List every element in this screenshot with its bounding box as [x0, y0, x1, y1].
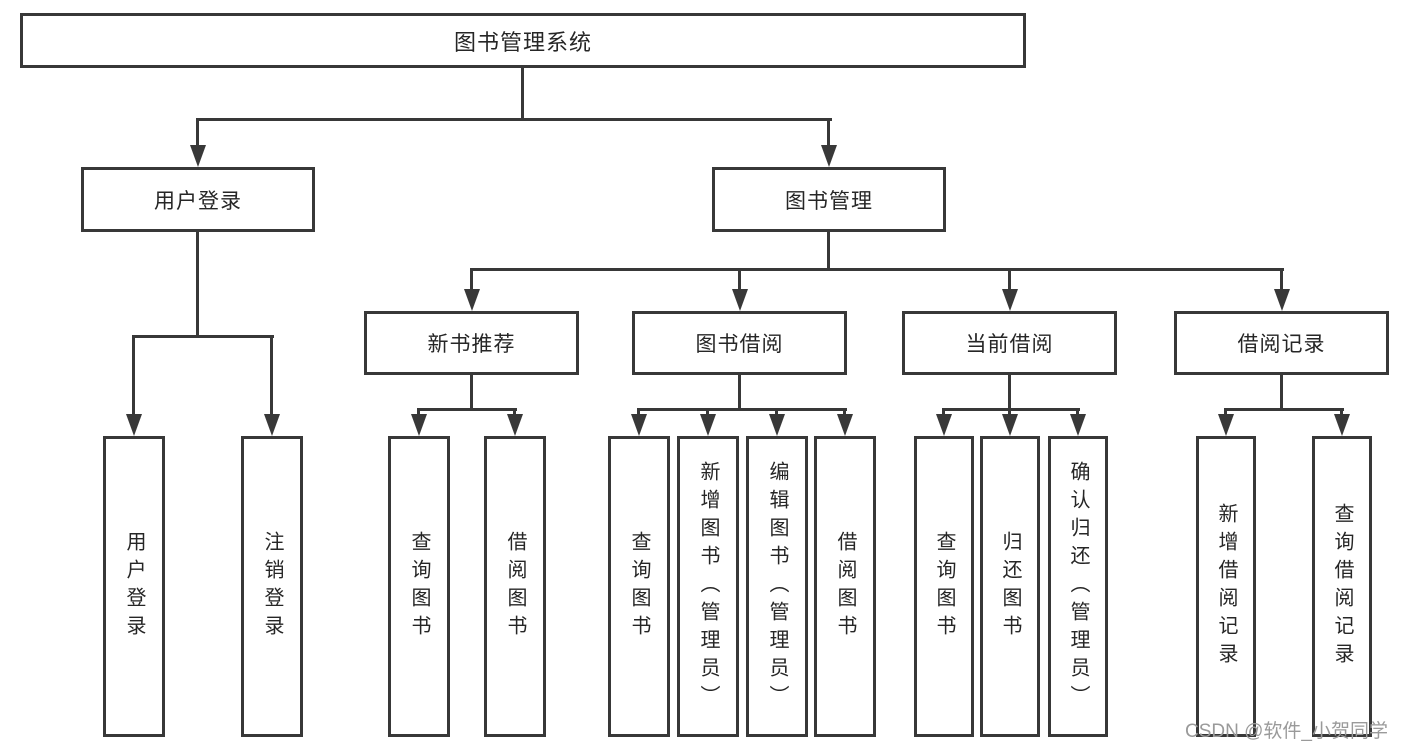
connector-drop — [1076, 408, 1079, 417]
arrow-down-icon — [126, 414, 142, 436]
connector-root-stem — [521, 68, 524, 118]
connector-recommend-stem — [470, 375, 473, 408]
leaf-borrow-query-books-label: 查询图书 — [628, 530, 650, 643]
leaf-add-borrow-record: 新增借阅记录 — [1196, 436, 1256, 737]
csdn-watermark: CSDN @软件_小贺同学 — [1185, 721, 1388, 742]
leaf-logout: 注销登录 — [241, 436, 303, 737]
node-book-borrow-label: 图书借阅 — [695, 333, 784, 356]
leaf-current-query-books-label: 查询图书 — [933, 530, 955, 643]
connector-drop — [942, 408, 945, 417]
leaf-current-query-books: 查询图书 — [914, 436, 974, 737]
node-current-borrow-label: 当前借阅 — [965, 333, 1054, 356]
leaf-query-borrow-record-label: 查询借阅记录 — [1331, 502, 1353, 671]
connector-drop — [843, 408, 846, 417]
connector-drop — [1340, 408, 1343, 417]
connector-book-management-stem — [827, 232, 830, 268]
arrow-down-icon — [732, 289, 748, 311]
connector-drop-leaf-logout — [270, 335, 273, 415]
arrow-down-icon — [264, 414, 280, 436]
leaf-confirm-return-admin: 确认归还（管理员） — [1048, 436, 1108, 737]
connector-borrow-records-stem — [1280, 375, 1283, 408]
connector-drop-book-management — [827, 118, 830, 148]
node-current-borrow: 当前借阅 — [902, 311, 1117, 375]
arrow-down-icon — [837, 414, 853, 436]
leaf-borrow-books: 借阅图书 — [814, 436, 876, 737]
connector-root-hline — [197, 118, 832, 121]
connector-drop-book-borrow — [738, 268, 741, 291]
arrow-down-icon — [1218, 414, 1234, 436]
arrow-down-icon — [700, 414, 716, 436]
connector-drop — [637, 408, 640, 417]
node-book-management-label: 图书管理 — [785, 189, 873, 213]
leaf-user-login-label: 用户登录 — [123, 530, 145, 643]
arrow-down-icon — [631, 414, 647, 436]
connector-user-login-stem — [196, 232, 199, 335]
arrow-down-icon — [769, 414, 785, 436]
arrow-down-icon — [1334, 414, 1350, 436]
leaf-recommend-borrow-books-label: 借阅图书 — [504, 530, 526, 643]
node-root-label: 图书管理系统 — [453, 29, 592, 55]
connector-book-borrow-hline — [637, 408, 847, 411]
arrow-down-icon — [1002, 289, 1018, 311]
arrow-down-icon — [1002, 414, 1018, 436]
connector-user-login-hline — [132, 335, 274, 338]
arrow-down-icon — [1274, 289, 1290, 311]
arrow-down-icon — [507, 414, 523, 436]
connector-current-borrow-hline — [942, 408, 1080, 411]
leaf-add-borrow-record-label: 新增借阅记录 — [1215, 502, 1237, 671]
leaf-add-books-admin: 新增图书（管理员） — [677, 436, 739, 737]
node-root: 图书管理系统 — [20, 13, 1026, 68]
node-book-management: 图书管理 — [712, 167, 946, 232]
leaf-recommend-query-books: 查询图书 — [388, 436, 450, 737]
leaf-edit-books-admin: 编辑图书（管理员） — [746, 436, 808, 737]
node-user-login: 用户登录 — [81, 167, 315, 232]
leaf-user-login: 用户登录 — [103, 436, 165, 737]
connector-drop — [417, 408, 420, 417]
arrow-down-icon — [1070, 414, 1086, 436]
node-user-login-label: 用户登录 — [154, 189, 242, 213]
connector-drop-leaf-user-login — [132, 335, 135, 415]
connector-drop — [706, 408, 709, 417]
connector-drop-borrow-records — [1280, 268, 1283, 291]
node-borrow-records-label: 借阅记录 — [1237, 333, 1326, 356]
connector-drop — [1224, 408, 1227, 417]
connector-drop — [775, 408, 778, 417]
arrow-down-icon — [411, 414, 427, 436]
node-new-book-recommend: 新书推荐 — [364, 311, 579, 375]
node-borrow-records: 借阅记录 — [1174, 311, 1389, 375]
leaf-return-books: 归还图书 — [980, 436, 1040, 737]
arrow-down-icon — [464, 289, 480, 311]
connector-book-management-hline — [470, 268, 1284, 271]
connector-drop — [513, 408, 516, 417]
connector-recommend-hline — [417, 408, 517, 411]
node-book-borrow: 图书借阅 — [632, 311, 847, 375]
leaf-add-books-admin-label: 新增图书（管理员） — [697, 460, 719, 713]
leaf-borrow-query-books: 查询图书 — [608, 436, 670, 737]
arrow-down-icon — [936, 414, 952, 436]
arrow-down-icon — [821, 145, 837, 167]
leaf-return-books-label: 归还图书 — [999, 530, 1021, 643]
leaf-query-borrow-record: 查询借阅记录 — [1312, 436, 1372, 737]
connector-borrow-records-hline — [1224, 408, 1344, 411]
connector-drop-user-login — [196, 118, 199, 148]
leaf-recommend-query-books-label: 查询图书 — [408, 530, 430, 643]
leaf-confirm-return-admin-label: 确认归还（管理员） — [1067, 460, 1089, 713]
connector-drop — [1008, 408, 1011, 417]
node-new-book-recommend-label: 新书推荐 — [427, 333, 516, 356]
leaf-borrow-books-label: 借阅图书 — [834, 530, 856, 643]
arrow-down-icon — [190, 145, 206, 167]
connector-drop-current-borrow — [1008, 268, 1011, 291]
leaf-logout-label: 注销登录 — [261, 530, 283, 643]
leaf-edit-books-admin-label: 编辑图书（管理员） — [766, 460, 788, 713]
connector-drop-new-book-recommend — [470, 268, 473, 291]
leaf-recommend-borrow-books: 借阅图书 — [484, 436, 546, 737]
connector-current-borrow-stem — [1008, 375, 1011, 408]
connector-book-borrow-stem — [738, 375, 741, 408]
